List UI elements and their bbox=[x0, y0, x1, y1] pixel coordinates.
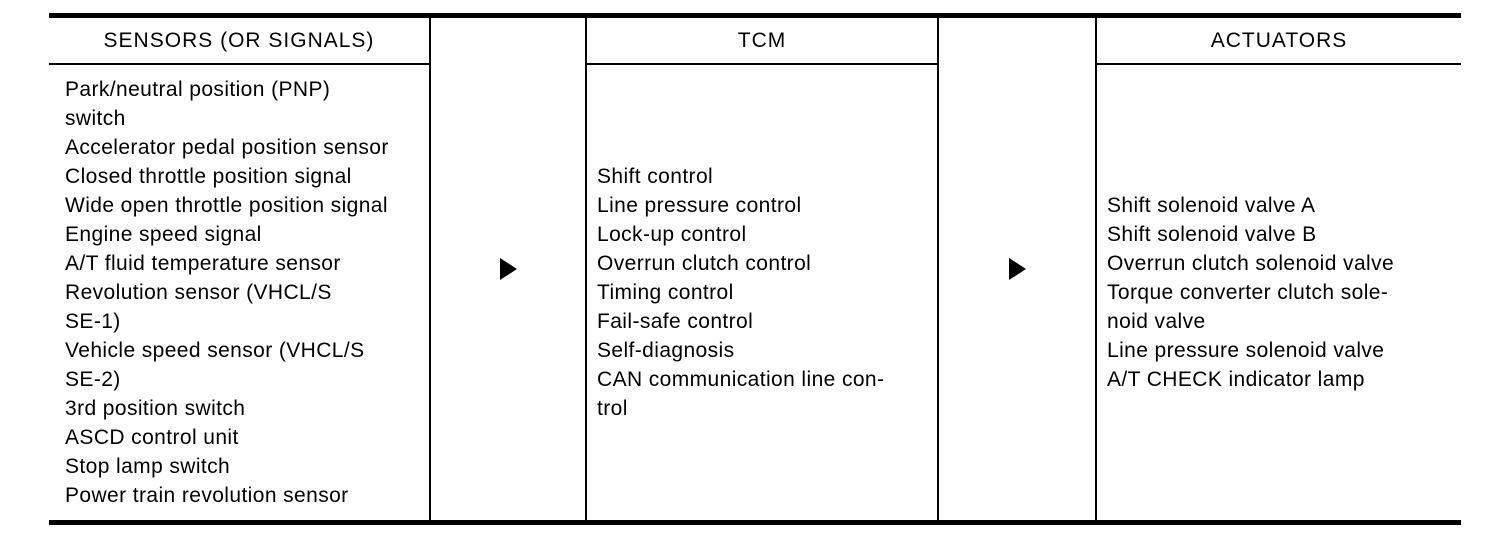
diagram-list-item: Park/neutral position (PNP) switch bbox=[65, 78, 331, 130]
diagram-list-item: Overrun clutch solenoid valve bbox=[1107, 252, 1395, 275]
diagram-list-item: Shift control bbox=[597, 165, 714, 188]
diagram-list-item: Wide open throttle position signal bbox=[65, 194, 388, 217]
diagram-list-item: Power train revolution sensor bbox=[65, 484, 349, 507]
sensors-to-tcm-gap bbox=[431, 18, 585, 520]
right-arrow-icon bbox=[500, 258, 517, 280]
tcm-to-actuators-gap bbox=[939, 18, 1095, 520]
diagram-list-item: Accelerator pedal position sensor bbox=[65, 136, 389, 159]
diagram-list-item: A/T fluid temperature sensor bbox=[65, 252, 341, 275]
diagram-list-item: Vehicle speed sensor (VHCL/S SE-2) bbox=[65, 339, 365, 391]
diagram-list-item: 3rd position switch bbox=[65, 397, 246, 420]
diagram-list-item: Torque converter clutch sole- noid valve bbox=[1107, 281, 1389, 333]
actuators-column-header: ACTUATORS bbox=[1097, 18, 1461, 65]
sensors-column: SENSORS (OR SIGNALS) Park/neutral positi… bbox=[49, 18, 431, 520]
actuators-list: Shift solenoid valve A Shift solenoid val… bbox=[1097, 65, 1461, 520]
diagram-list-item: Lock-up control bbox=[597, 223, 747, 246]
diagram-list-item: Timing control bbox=[597, 281, 734, 304]
diagram-list-item: CAN communication line con- trol bbox=[597, 368, 885, 420]
diagram-list-item: A/T CHECK indicator lamp bbox=[1107, 368, 1365, 391]
diagram-list-item: Overrun clutch control bbox=[597, 252, 812, 275]
diagram-list-item: Fail-safe control bbox=[597, 310, 754, 333]
sensors-column-header: SENSORS (OR SIGNALS) bbox=[49, 18, 429, 65]
diagram-list-item: Line pressure control bbox=[597, 194, 802, 217]
diagram-list-item: ASCD control unit bbox=[65, 426, 239, 449]
tcm-column-header: TCM bbox=[587, 18, 937, 65]
diagram-list-item: Shift solenoid valve A bbox=[1107, 194, 1316, 217]
diagram-list-item: Closed throttle position signal bbox=[65, 165, 352, 188]
diagram-list-item: Self-diagnosis bbox=[597, 339, 735, 362]
diagram-list-item: Engine speed signal bbox=[65, 223, 262, 246]
diagram-list-item: Revolution sensor (VHCL/S SE-1) bbox=[65, 281, 332, 333]
diagram-list-item: Stop lamp switch bbox=[65, 455, 231, 478]
diagram-list-item: Shift solenoid valve B bbox=[1107, 223, 1317, 246]
tcm-io-diagram: SENSORS (OR SIGNALS) Park/neutral positi… bbox=[49, 13, 1461, 525]
diagram-list-item: Line pressure solenoid valve bbox=[1107, 339, 1385, 362]
right-arrow-icon bbox=[1009, 258, 1026, 280]
